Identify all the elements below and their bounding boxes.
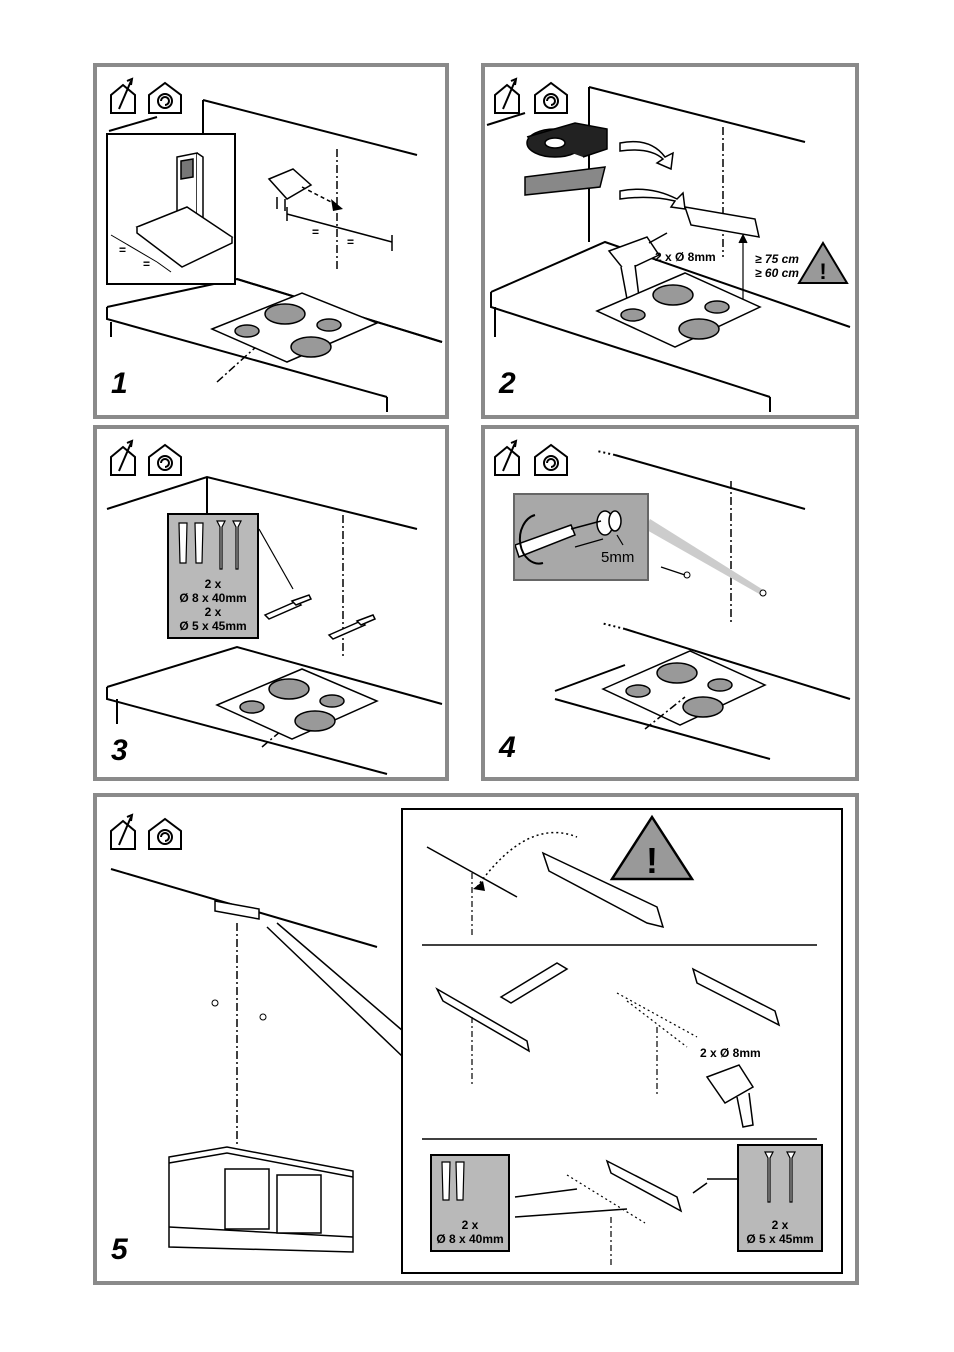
screw-gap-inset: 5mm bbox=[513, 493, 649, 581]
fixings-illustration bbox=[178, 520, 242, 570]
gap-label: 5mm bbox=[601, 549, 635, 566]
chimney-exhaust-icon bbox=[494, 439, 520, 476]
step-3-panel: 2 x Ø 8 x 40mm 2 x Ø 5 x 45mm 3 bbox=[93, 425, 449, 781]
step-1-illustration bbox=[106, 77, 443, 412]
step-2-illustration: ! bbox=[486, 77, 851, 412]
height-min-b: ≥ 60 cm bbox=[755, 266, 799, 280]
drill-size-label: 2 x Ø 8mm bbox=[655, 250, 716, 264]
dim-mark-4: = bbox=[143, 257, 151, 271]
tape-icon bbox=[526, 122, 608, 158]
step-number: 5 bbox=[111, 1233, 128, 1266]
warning-triangle-icon: ! bbox=[797, 241, 849, 284]
screws-illustration bbox=[764, 1151, 796, 1203]
step-4-panel: 5mm 4 bbox=[481, 425, 859, 781]
plug-qty: 2 x bbox=[204, 577, 222, 591]
step-5-panel: ! 2 x Ø 8mm 2 x Ø 8 x 40mm bbox=[93, 793, 859, 1285]
chimney-exhaust-icon bbox=[110, 77, 136, 114]
drill-size-label: 2 x Ø 8mm bbox=[700, 1046, 761, 1060]
step-number: 3 bbox=[111, 734, 128, 767]
svg-text:!: ! bbox=[819, 259, 826, 284]
chimney-exhaust-icon bbox=[110, 813, 136, 850]
step-number: 4 bbox=[499, 731, 516, 764]
chimney-exhaust-icon bbox=[494, 77, 520, 114]
step-2-panel: ! 2 x Ø 8mm ≥ 75 cm ≥ 60 cm 2 bbox=[481, 63, 859, 419]
dim-mark-2: = bbox=[347, 235, 355, 249]
recirculation-icon bbox=[534, 81, 568, 114]
screw-qty: 2 x bbox=[204, 605, 222, 619]
step-4-illustration bbox=[494, 439, 851, 760]
drill-icon bbox=[705, 1064, 755, 1128]
chimney-exhaust-icon bbox=[110, 439, 136, 476]
step-1-panel: = = = = 1 bbox=[93, 63, 449, 419]
recirculation-icon bbox=[534, 443, 568, 476]
plugs-inset: 2 x Ø 8 x 40mm bbox=[430, 1154, 510, 1252]
screws-inset: 2 x Ø 5 x 45mm bbox=[737, 1144, 823, 1252]
height-min-a: ≥ 75 cm bbox=[755, 252, 799, 266]
recirculation-icon bbox=[148, 817, 182, 850]
plug-qty: 2 x bbox=[461, 1218, 479, 1232]
plugs-illustration bbox=[441, 1161, 465, 1201]
step-number: 1 bbox=[111, 367, 128, 400]
plug-size: Ø 8 x 40mm bbox=[179, 591, 247, 605]
dim-mark-1: = bbox=[312, 225, 320, 239]
screwdriver-illustration bbox=[515, 510, 624, 565]
recirculation-icon bbox=[148, 81, 182, 114]
plug-size: Ø 8 x 40mm bbox=[436, 1232, 504, 1246]
screw-qty: 2 x bbox=[771, 1218, 789, 1232]
dim-mark-3: = bbox=[119, 243, 127, 257]
screw-size: Ø 5 x 45mm bbox=[746, 1232, 814, 1246]
screw-size: Ø 5 x 45mm bbox=[179, 619, 247, 633]
recirculation-icon bbox=[148, 443, 182, 476]
warning-triangle-icon: ! bbox=[609, 814, 695, 881]
svg-text:!: ! bbox=[646, 840, 658, 881]
step-number: 2 bbox=[499, 367, 516, 400]
drill-icon bbox=[607, 232, 668, 300]
fixings-inset: 2 x Ø 8 x 40mm 2 x Ø 5 x 45mm bbox=[167, 513, 259, 639]
step-3-illustration bbox=[106, 439, 443, 775]
